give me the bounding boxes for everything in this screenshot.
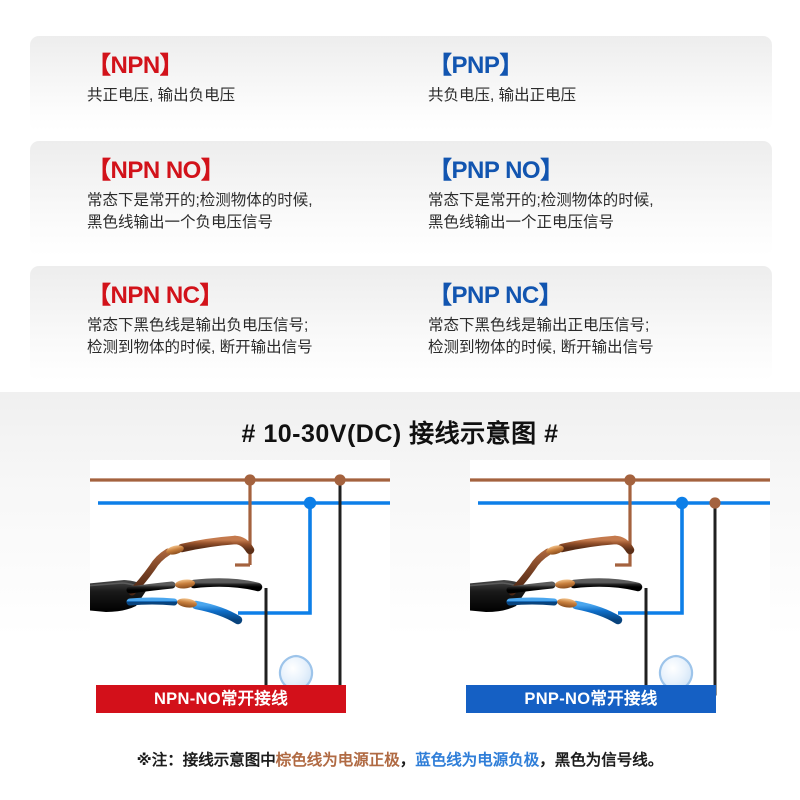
panel-label-npn-no: NPN-NO常开接线 <box>96 685 346 713</box>
wire-black-outer <box>189 578 263 592</box>
card-desc-line: 共负电压, 输出正电压 <box>428 87 577 105</box>
footnote: ※注：接线示意图中棕色线为电源正极，蓝色线为电源负极，黑色为信号线。 <box>0 748 800 770</box>
wire-blue-outer <box>571 600 623 625</box>
crimp-connector-brown <box>546 545 564 555</box>
junction-dot-brown-left <box>244 474 256 486</box>
card-desc-line: 黑色线输出一个负电压信号 <box>87 214 274 232</box>
card-npn-nc: 【NPN NC】 常态下黑色线是输出负电压信号; 检测到物体的时候, 断开输出信… <box>30 266 401 381</box>
card-title: 【NPN NO】 <box>87 157 225 184</box>
card-title: 【PNP NO】 <box>428 157 564 184</box>
card-row: 【NPN】 共正电压, 输出负电压 【PNP】 共负电压, 输出正电压 <box>30 36 772 131</box>
panel-label-pnp-no: PNP-NO常开接线 <box>466 685 716 713</box>
wire-brown-bend <box>610 535 635 555</box>
junction-dot-brown-right <box>334 474 346 486</box>
card-title: 【PNP NC】 <box>428 282 563 309</box>
crimp-connector-blue <box>557 598 577 608</box>
crimp-connector-black <box>555 579 575 589</box>
blue-drop-wire <box>618 503 684 615</box>
card-title: 【NPN】 <box>87 52 184 79</box>
card-npn-no: 【NPN NO】 常态下是常开的;检测物体的时候, 黑色线输出一个负电压信号 <box>30 141 401 256</box>
card-pnp-nc: 【PNP NC】 常态下黑色线是输出正电压信号; 检测到物体的时候, 断开输出信… <box>401 266 772 381</box>
card-npn: 【NPN】 共正电压, 输出负电压 <box>30 36 401 131</box>
footnote-blue-text: 蓝色线为电源负极 <box>415 752 540 769</box>
card-desc-line: 黑色线输出一个正电压信号 <box>428 214 615 232</box>
card-row: 【NPN NC】 常态下黑色线是输出负电压信号; 检测到物体的时候, 断开输出信… <box>30 266 772 381</box>
brown-drop-wire <box>615 480 632 567</box>
wire-black-inner <box>506 581 556 594</box>
wire-brown-outer <box>177 535 240 553</box>
wire-blue-inner <box>126 597 178 606</box>
footnote-sep: ， <box>399 752 416 769</box>
footnote-brown-text: 棕色线为电源正极 <box>275 752 400 769</box>
footnote-prefix: ※注：接线示意图中 <box>136 752 276 769</box>
wire-black-inner <box>126 581 176 594</box>
junction-dot-blue <box>303 496 317 510</box>
card-desc-line: 检测到物体的时候, 断开输出信号 <box>428 339 654 357</box>
card-desc-line: 常态下是常开的;检测物体的时候, <box>428 192 654 210</box>
card-title: 【PNP】 <box>428 52 523 79</box>
crimp-connector-blue <box>177 598 197 608</box>
wiring-diagram-section: # 10-30V(DC) 接线示意图 # <box>0 392 800 800</box>
footnote-suffix: ，黑色为信号线。 <box>539 752 664 769</box>
card-desc-line: 检测到物体的时候, 断开输出信号 <box>87 339 313 357</box>
junction-dot-blue <box>675 496 689 510</box>
mode-description-cards: 【NPN】 共正电压, 输出负电压 【PNP】 共负电压, 输出正电压 【NPN… <box>30 36 772 381</box>
junction-dot-brown <box>624 474 636 486</box>
card-desc-line: 常态下黑色线是输出负电压信号; <box>87 317 309 335</box>
diagram-panel-npn-no <box>90 460 390 710</box>
crimp-connector-brown <box>166 545 184 555</box>
diagram-title: # 10-30V(DC) 接线示意图 # <box>241 420 559 448</box>
diagram-panel-pnp-no <box>470 460 770 710</box>
pnp-no-schematic <box>470 474 770 701</box>
wire-black-outer <box>569 578 643 592</box>
junction-dot-brown-right <box>709 497 721 509</box>
wire-blue-inner <box>506 597 558 606</box>
wire-brown-bend <box>230 535 255 555</box>
npn-no-schematic <box>90 474 390 701</box>
card-desc-line: 共正电压, 输出负电压 <box>87 87 236 105</box>
wire-blue-outer <box>191 600 243 625</box>
wire-brown-outer <box>557 535 620 553</box>
crimp-connector-black <box>175 579 195 589</box>
card-title: 【NPN NC】 <box>87 282 224 309</box>
blue-drop-wire <box>238 503 312 615</box>
card-pnp-no: 【PNP NO】 常态下是常开的;检测物体的时候, 黑色线输出一个正电压信号 <box>401 141 772 256</box>
card-desc-line: 常态下黑色线是输出正电压信号; <box>428 317 650 335</box>
card-desc-line: 常态下是常开的;检测物体的时候, <box>87 192 313 210</box>
card-row: 【NPN NO】 常态下是常开的;检测物体的时候, 黑色线输出一个负电压信号 【… <box>30 141 772 256</box>
card-pnp: 【PNP】 共负电压, 输出正电压 <box>401 36 772 131</box>
